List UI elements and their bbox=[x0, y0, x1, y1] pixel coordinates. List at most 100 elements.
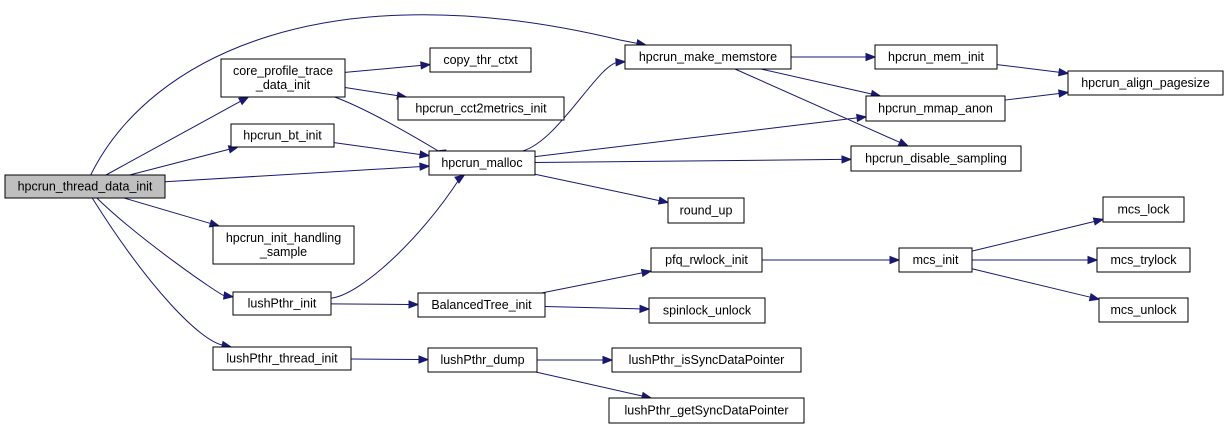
edge-line bbox=[330, 177, 461, 299]
node-box bbox=[212, 225, 355, 265]
arrowhead-icon bbox=[1058, 68, 1070, 77]
node-label: lushPthr_getSyncDataPointer bbox=[625, 404, 789, 418]
edge-BalancedTree_init-to-pfq_rwlock_init bbox=[541, 268, 653, 294]
arrowhead-icon bbox=[454, 174, 466, 184]
edge-hpcrun_make_memstore-to-hpcrun_mmap_anon bbox=[760, 68, 882, 99]
node-lushPthr-init[interactable]: lushPthr_init bbox=[232, 291, 332, 316]
node-label: mcs_unlock bbox=[1111, 303, 1178, 317]
node-box bbox=[1098, 297, 1189, 323]
node-mcs-trylock[interactable]: mcs_trylock bbox=[1096, 247, 1191, 273]
node-label: hpcrun_disable_sampling bbox=[865, 152, 1007, 166]
edge-mcs_init-to-mcs_trylock bbox=[972, 255, 1099, 265]
node-hpcrun-thread-data-init[interactable]: hpcrun_thread_data_init bbox=[4, 174, 166, 199]
edge-line bbox=[1004, 92, 1060, 101]
node-box bbox=[4, 174, 166, 199]
arrowhead-icon bbox=[420, 61, 432, 70]
node-box bbox=[1096, 247, 1191, 273]
node-spinlock-unlock[interactable]: spinlock_unlock bbox=[648, 297, 766, 324]
edge-line bbox=[971, 268, 1091, 298]
node-core-profile-trace-data-init[interactable]: core_profile_trace_data_init bbox=[220, 58, 346, 98]
node-box bbox=[429, 47, 532, 73]
edge-line bbox=[534, 117, 858, 158]
edge-hpcrun_malloc-to-hpcrun_make_memstore bbox=[522, 58, 627, 152]
node-copy-thr-ctxt[interactable]: copy_thr_ctxt bbox=[429, 47, 532, 73]
node-box bbox=[608, 397, 805, 424]
arrowhead-icon bbox=[841, 155, 853, 164]
edge-mcs_init-to-mcs_unlock bbox=[971, 268, 1101, 302]
node-box bbox=[865, 95, 1006, 122]
node-mcs-init[interactable]: mcs_init bbox=[898, 247, 973, 273]
node-label: mcs_trylock bbox=[1111, 253, 1178, 267]
edges-layer bbox=[90, 14, 1105, 401]
arrowhead-icon bbox=[1092, 217, 1105, 226]
edge-hpcrun_thread_data_init-to-hpcrun_init_handling_sample bbox=[123, 197, 221, 228]
node-box bbox=[650, 247, 763, 273]
edge-line bbox=[344, 87, 398, 97]
node-hpcrun-disable-sampling[interactable]: hpcrun_disable_sampling bbox=[850, 145, 1022, 172]
edge-line bbox=[535, 371, 643, 397]
edge-line bbox=[123, 197, 211, 224]
edge-hpcrun_malloc-to-round_up bbox=[534, 173, 670, 205]
edge-lushPthr_init-to-BalancedTree_init bbox=[330, 300, 420, 309]
edge-line bbox=[541, 272, 643, 294]
node-hpcrun-malloc[interactable]: hpcrun_malloc bbox=[428, 150, 536, 176]
node-label: hpcrun_bt_init bbox=[243, 129, 322, 143]
node-label: core_profile_trace bbox=[233, 64, 333, 78]
node-label: pfq_rwlock_init bbox=[665, 253, 748, 267]
edge-hpcrun_make_memstore-to-hpcrun_mem_init bbox=[791, 52, 877, 62]
node-label: lushPthr_init bbox=[248, 297, 317, 311]
node-round-up[interactable]: round_up bbox=[667, 197, 745, 224]
node-hpcrun-cct2metrics-init[interactable]: hpcrun_cct2metrics_init bbox=[397, 96, 565, 121]
node-hpcrun-align-pagesize[interactable]: hpcrun_align_pagesize bbox=[1067, 70, 1224, 96]
node-hpcrun-mmap-anon[interactable]: hpcrun_mmap_anon bbox=[865, 95, 1006, 122]
node-label: lushPthr_dump bbox=[440, 353, 524, 367]
arrowhead-icon bbox=[865, 52, 877, 62]
node-hpcrun-make-memstore[interactable]: hpcrun_make_memstore bbox=[624, 44, 792, 70]
node-box bbox=[232, 291, 332, 316]
edge-hpcrun_malloc-to-hpcrun_disable_sampling bbox=[534, 155, 853, 164]
edge-hpcrun_malloc-to-hpcrun_mmap_anon bbox=[534, 113, 868, 158]
node-mcs-unlock[interactable]: mcs_unlock bbox=[1098, 297, 1189, 323]
node-hpcrun-init-handling-sample[interactable]: hpcrun_init_handling_sample bbox=[212, 225, 355, 265]
node-box bbox=[397, 96, 565, 121]
node-mcs-lock[interactable]: mcs_lock bbox=[1102, 196, 1185, 223]
edge-hpcrun_thread_data_init-to-core_profile_trace_data_init bbox=[105, 96, 250, 176]
edge-line bbox=[105, 100, 241, 176]
edge-line bbox=[734, 68, 900, 143]
node-hpcrun-bt-init[interactable]: hpcrun_bt_init bbox=[230, 123, 335, 148]
edge-hpcrun_thread_data_init-to-hpcrun_make_memstore bbox=[90, 14, 648, 176]
arrowhead-icon bbox=[897, 138, 910, 147]
node-BalancedTree-init[interactable]: BalancedTree_init bbox=[417, 292, 546, 318]
node-pfq-rwlock-init[interactable]: pfq_rwlock_init bbox=[650, 247, 763, 273]
arrowhead-icon bbox=[1088, 292, 1101, 302]
arrowhead-icon bbox=[223, 291, 235, 300]
node-label: hpcrun_align_pagesize bbox=[1081, 76, 1210, 90]
node-label: spinlock_unlock bbox=[663, 304, 752, 318]
edge-hpcrun_thread_data_init-to-hpcrun_bt_init bbox=[129, 145, 240, 176]
node-lushPthr-thread-init[interactable]: lushPthr_thread_init bbox=[212, 346, 352, 371]
node-box bbox=[220, 58, 346, 98]
edge-hpcrun_thread_data_init-to-lushPthr_init bbox=[96, 197, 235, 300]
node-label: round_up bbox=[680, 204, 733, 218]
node-label: hpcrun_mmap_anon bbox=[878, 102, 993, 116]
arrowhead-icon bbox=[889, 255, 901, 265]
node-box bbox=[1067, 70, 1224, 96]
edge-hpcrun_thread_data_init-to-lushPthr_thread_init bbox=[91, 197, 233, 350]
node-lushPthr-isSyncDataPointer[interactable]: lushPthr_isSyncDataPointer bbox=[611, 347, 802, 373]
node-box bbox=[427, 347, 538, 373]
node-lushPthr-dump[interactable]: lushPthr_dump bbox=[427, 347, 538, 373]
edge-hpcrun_mem_init-to-hpcrun_align_pagesize bbox=[996, 64, 1070, 77]
edge-core_profile_trace_data_init-to-hpcrun_cct2metrics_init bbox=[344, 87, 408, 100]
edge-line bbox=[996, 64, 1060, 73]
node-lushPthr-getSyncDataPointer[interactable]: lushPthr_getSyncDataPointer bbox=[608, 397, 805, 424]
edge-BalancedTree_init-to-spinlock_unlock bbox=[544, 304, 651, 314]
node-box bbox=[417, 292, 546, 318]
edge-lushPthr_thread_init-to-lushPthr_dump bbox=[350, 355, 430, 364]
node-hpcrun-mem-init[interactable]: hpcrun_mem_init bbox=[874, 44, 998, 70]
arrowhead-icon bbox=[639, 304, 651, 314]
node-label: hpcrun_cct2metrics_init bbox=[415, 102, 547, 116]
arrowhead-icon bbox=[419, 150, 431, 159]
edge-line bbox=[330, 303, 410, 305]
node-label: _sample bbox=[259, 245, 307, 259]
node-label: hpcrun_malloc bbox=[441, 156, 522, 170]
